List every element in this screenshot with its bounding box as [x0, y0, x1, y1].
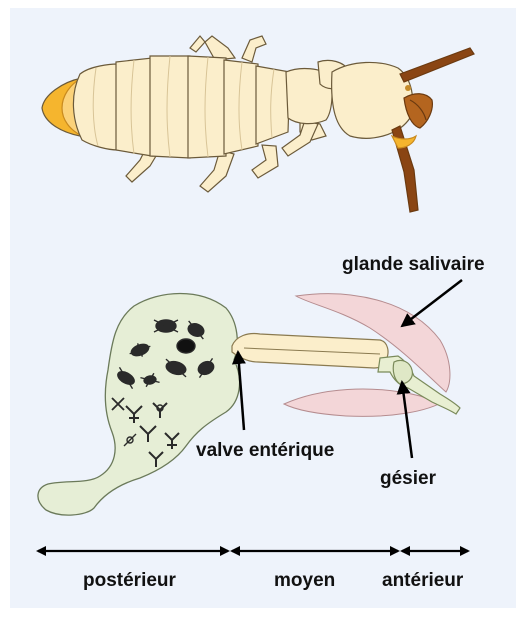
termite-mandibles	[404, 94, 432, 128]
label-anterior: antérieur	[382, 570, 464, 591]
termite-abdomen	[73, 56, 290, 158]
salivary-gland-pointer	[402, 280, 462, 326]
label-gizzard: gésier	[380, 468, 437, 489]
label-enteric-valve: valve entérique	[196, 440, 334, 461]
label-posterior: postérieur	[83, 570, 177, 591]
label-salivary-gland: glande salivaire	[342, 254, 485, 275]
termite-illustration	[42, 36, 474, 212]
annotations: glande salivaire valve entérique gésier …	[38, 254, 485, 591]
hindgut-paunch	[38, 294, 240, 516]
label-middle: moyen	[274, 570, 335, 591]
gizzard-shape	[393, 360, 412, 384]
termite-antennae	[392, 48, 474, 212]
